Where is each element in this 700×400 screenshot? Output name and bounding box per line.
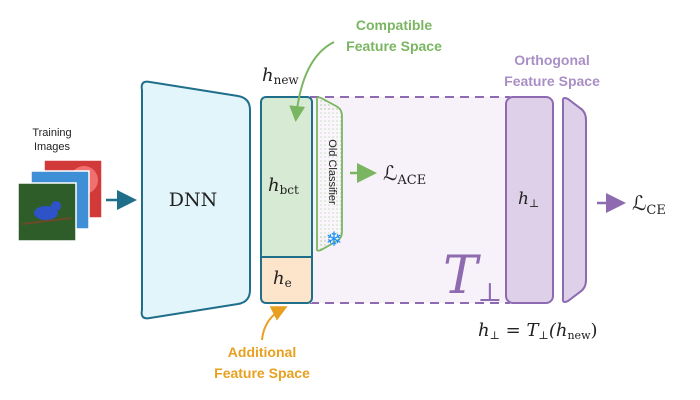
h-bct-block	[261, 97, 312, 257]
snowflake-icon: ❄	[326, 229, 343, 251]
additional-space-label-line1: Additional	[228, 344, 296, 360]
h-bct-label: hbct	[268, 175, 299, 197]
h-e-label: he	[273, 268, 292, 290]
bird-head-icon	[51, 201, 61, 211]
training-images-label-line1: Training	[32, 127, 71, 139]
loss-ace-label: ℒACE	[383, 161, 426, 188]
orthogonal-space-label-line1: Orthogonal	[514, 52, 589, 68]
h-new-outline	[260, 96, 313, 304]
h-perp-block	[505, 96, 554, 304]
orthogonal-projection-equation: h⊥ = T⊥(hnew)	[478, 320, 598, 342]
training-images-stack	[17, 159, 103, 242]
h-new-label: hnew	[262, 65, 299, 87]
t-perp-label: T⊥	[443, 246, 502, 308]
dnn-label: DNN	[169, 189, 217, 211]
h-e-block	[261, 257, 312, 303]
old-classifier-label: Old Classifier	[326, 139, 338, 205]
new-classifier-block	[561, 97, 587, 303]
additional-space-pointer	[261, 306, 288, 341]
compatible-space-pointer	[289, 41, 335, 122]
old-classifier-fill	[319, 110, 340, 236]
loss-ce-label: ℒCE	[632, 191, 666, 218]
dnn-block	[140, 80, 251, 320]
bird-icon	[34, 206, 58, 220]
additional-space-label-line2: Feature Space	[214, 365, 310, 381]
orthogonal-region	[310, 97, 510, 303]
old-classifier-block	[315, 96, 343, 252]
branch-line	[21, 217, 73, 225]
orthogonal-space-label-line2: Feature Space	[504, 73, 600, 89]
compatible-space-label-line1: Compatible	[356, 17, 432, 33]
compatible-space-label-line2: Feature Space	[346, 38, 442, 54]
h-perp-label: h⊥	[518, 189, 539, 210]
training-images-label-line2: Images	[34, 141, 71, 153]
